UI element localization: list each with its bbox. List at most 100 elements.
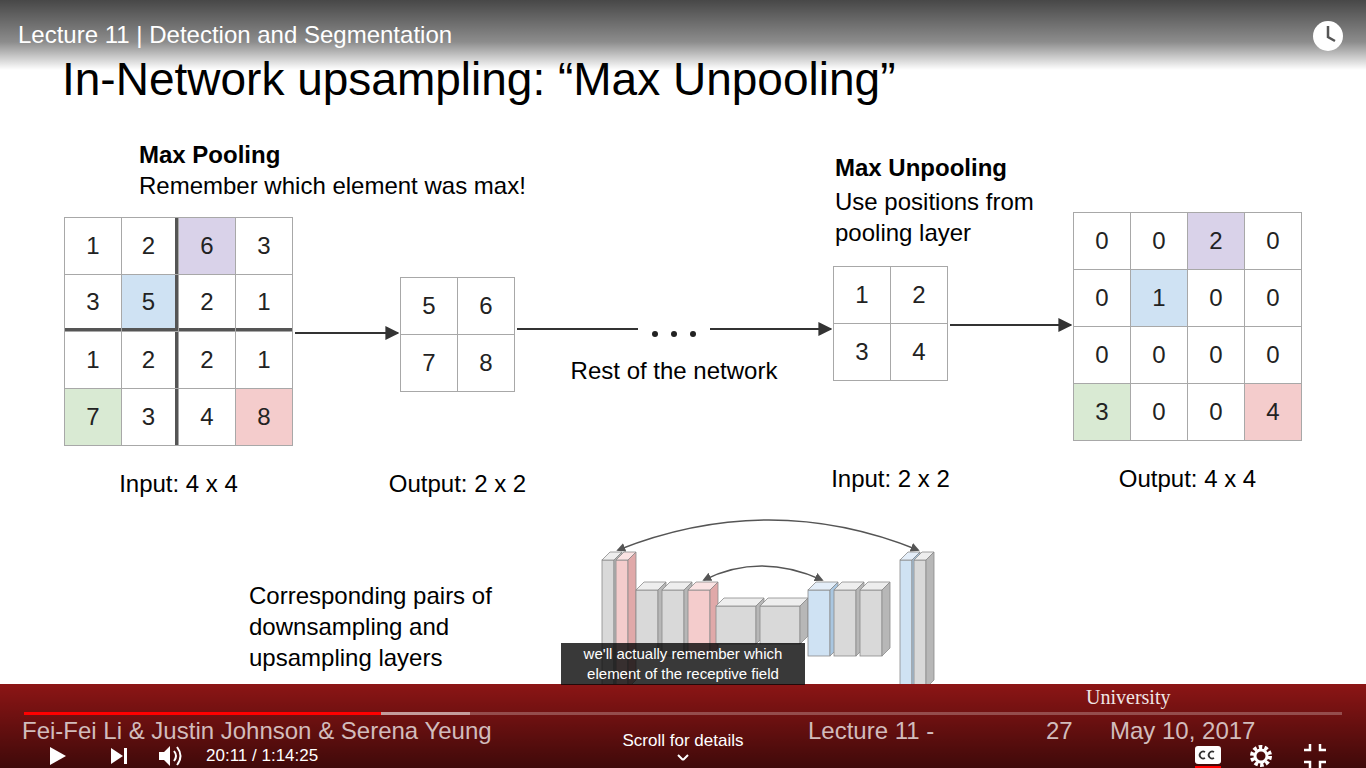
label-holder: 20:11 / 1:14:25	[206, 746, 318, 766]
grid-caption: Output: 4 x 4	[1119, 465, 1256, 493]
grid-cell: 3	[122, 389, 178, 445]
grid-cell: 1	[65, 218, 121, 274]
grid-cell: 2	[891, 267, 947, 323]
ellipsis-dots	[652, 331, 696, 337]
ellipsis-dot	[652, 331, 658, 337]
grid-cell: 7	[65, 389, 121, 445]
grid-cell: 4	[179, 389, 235, 445]
label-holder: we'll actually remember which element of…	[561, 643, 805, 685]
gear-teeth	[1252, 747, 1270, 765]
grid-cell: 0	[1074, 270, 1130, 326]
grid-cell: 2	[179, 332, 235, 388]
footer-authors: Fei-Fei Li & Justin Johnson & Serena Yeu…	[22, 717, 492, 745]
grid-cell: 3	[834, 324, 890, 380]
progress-track	[24, 712, 1342, 715]
time-readout: 20:11 / 1:14:25	[206, 746, 318, 766]
label-holder: University	[1086, 686, 1170, 709]
grid-cell: 0	[1131, 327, 1187, 383]
grid-cell: 0	[1245, 213, 1301, 269]
next-triangle	[111, 748, 123, 764]
flow-arrow	[295, 332, 398, 334]
label-holder: Lecture 11 | Detection and Segmentation	[18, 21, 452, 49]
grid-caption: Output: 2 x 2	[389, 470, 526, 498]
ellipsis-dot	[690, 331, 696, 337]
label-holder: May 10, 2017	[1110, 717, 1255, 745]
next-bar	[124, 748, 127, 764]
grid-cell: 3	[65, 275, 121, 331]
grid-cell: 8	[458, 335, 514, 391]
grid-cell: 6	[458, 278, 514, 334]
grid-cell: 5	[122, 275, 178, 331]
video-title: Lecture 11 | Detection and Segmentation	[18, 21, 452, 49]
layer-block	[800, 598, 808, 644]
label-holder: Lecture 11 -	[808, 717, 934, 745]
footer-lecture: Lecture 11 -	[808, 717, 934, 745]
flow-arrow	[950, 324, 1071, 326]
grid-cell: 1	[236, 332, 292, 388]
grid-cell: 1	[1131, 270, 1187, 326]
grid-cell: 0	[1188, 327, 1244, 383]
section-note: Use positions from pooling layer	[835, 186, 1067, 248]
gear-ring	[1255, 750, 1267, 762]
bottom-note: Corresponding pairs of downsampling and …	[249, 580, 534, 673]
label-holder: Max Pooling	[139, 141, 280, 169]
caption-holder: Input: 4 x 4	[119, 470, 238, 498]
grid-cell: 6	[179, 218, 235, 274]
grid-cell: 2	[122, 218, 178, 274]
edge-label-holder: Rest of the network	[571, 357, 778, 385]
grid-cell: 0	[1074, 213, 1130, 269]
grid-cell: 2	[1188, 213, 1244, 269]
grid-frame: 0020010000003004	[1073, 212, 1302, 441]
cc-marks	[1200, 752, 1214, 759]
play-icon	[50, 747, 66, 765]
grid-cell: 0	[1188, 384, 1244, 440]
label-holder: Remember which element was max!	[139, 172, 526, 200]
label-holder: Scroll for details	[623, 731, 744, 751]
clock-face	[1313, 21, 1343, 51]
grid-cell: 1	[236, 275, 292, 331]
section-heading: Max Pooling	[139, 141, 280, 169]
feature-grid: 1234Input: 2 x 2	[833, 266, 948, 381]
grid-cell: 2	[122, 332, 178, 388]
label-holder: Max Unpooling	[835, 154, 1007, 182]
sound-wave	[174, 751, 176, 761]
label-holder: Use positions from pooling layer	[835, 186, 1067, 248]
speaker	[159, 746, 170, 766]
layer-block	[716, 606, 756, 644]
section-note: Remember which element was max!	[139, 172, 526, 200]
sound-wave	[177, 747, 181, 765]
layer-block	[926, 552, 934, 688]
layer-block	[882, 582, 890, 656]
label-holder: 27	[1046, 717, 1073, 745]
edge-label: Rest of the network	[571, 357, 778, 385]
title-holder: In-Network upsampling: “Max Unpooling”	[62, 52, 895, 106]
grid-cell: 0	[1074, 327, 1130, 383]
progress-buffer	[381, 712, 470, 715]
grid-cell: 0	[1245, 270, 1301, 326]
slide-title: In-Network upsampling: “Max Unpooling”	[62, 52, 895, 106]
footer-page: 27	[1046, 717, 1073, 745]
grid-cell: 0	[1131, 384, 1187, 440]
grid-cell: 2	[179, 275, 235, 331]
skip-arc	[704, 566, 822, 580]
grid-cell: 8	[236, 389, 292, 445]
layer-block	[860, 590, 882, 656]
grid-frame: 5678	[400, 277, 515, 392]
caption-holder: Output: 2 x 2	[389, 470, 526, 498]
grid-caption: Input: 2 x 2	[831, 465, 950, 493]
chevron-icon	[678, 755, 688, 760]
grid-frame: 1234	[833, 266, 948, 381]
grid-cell: 4	[891, 324, 947, 380]
label-holder: Corresponding pairs of downsampling and …	[249, 580, 534, 673]
layer-block	[834, 590, 856, 656]
grid-frame: 1263352112217348	[64, 217, 293, 446]
clock-icon	[1313, 21, 1343, 51]
feature-grid: 1263352112217348Input: 4 x 4	[64, 217, 293, 446]
grid-cell: 4	[1245, 384, 1301, 440]
layer-block	[914, 560, 926, 688]
label-holder: Fei-Fei Li & Justin Johnson & Serena Yeu…	[22, 717, 492, 745]
footer-university: University	[1086, 686, 1170, 709]
skip-arc	[618, 520, 918, 550]
grid-cell: 0	[1188, 270, 1244, 326]
subtitle-caption: we'll actually remember which element of…	[561, 643, 805, 685]
